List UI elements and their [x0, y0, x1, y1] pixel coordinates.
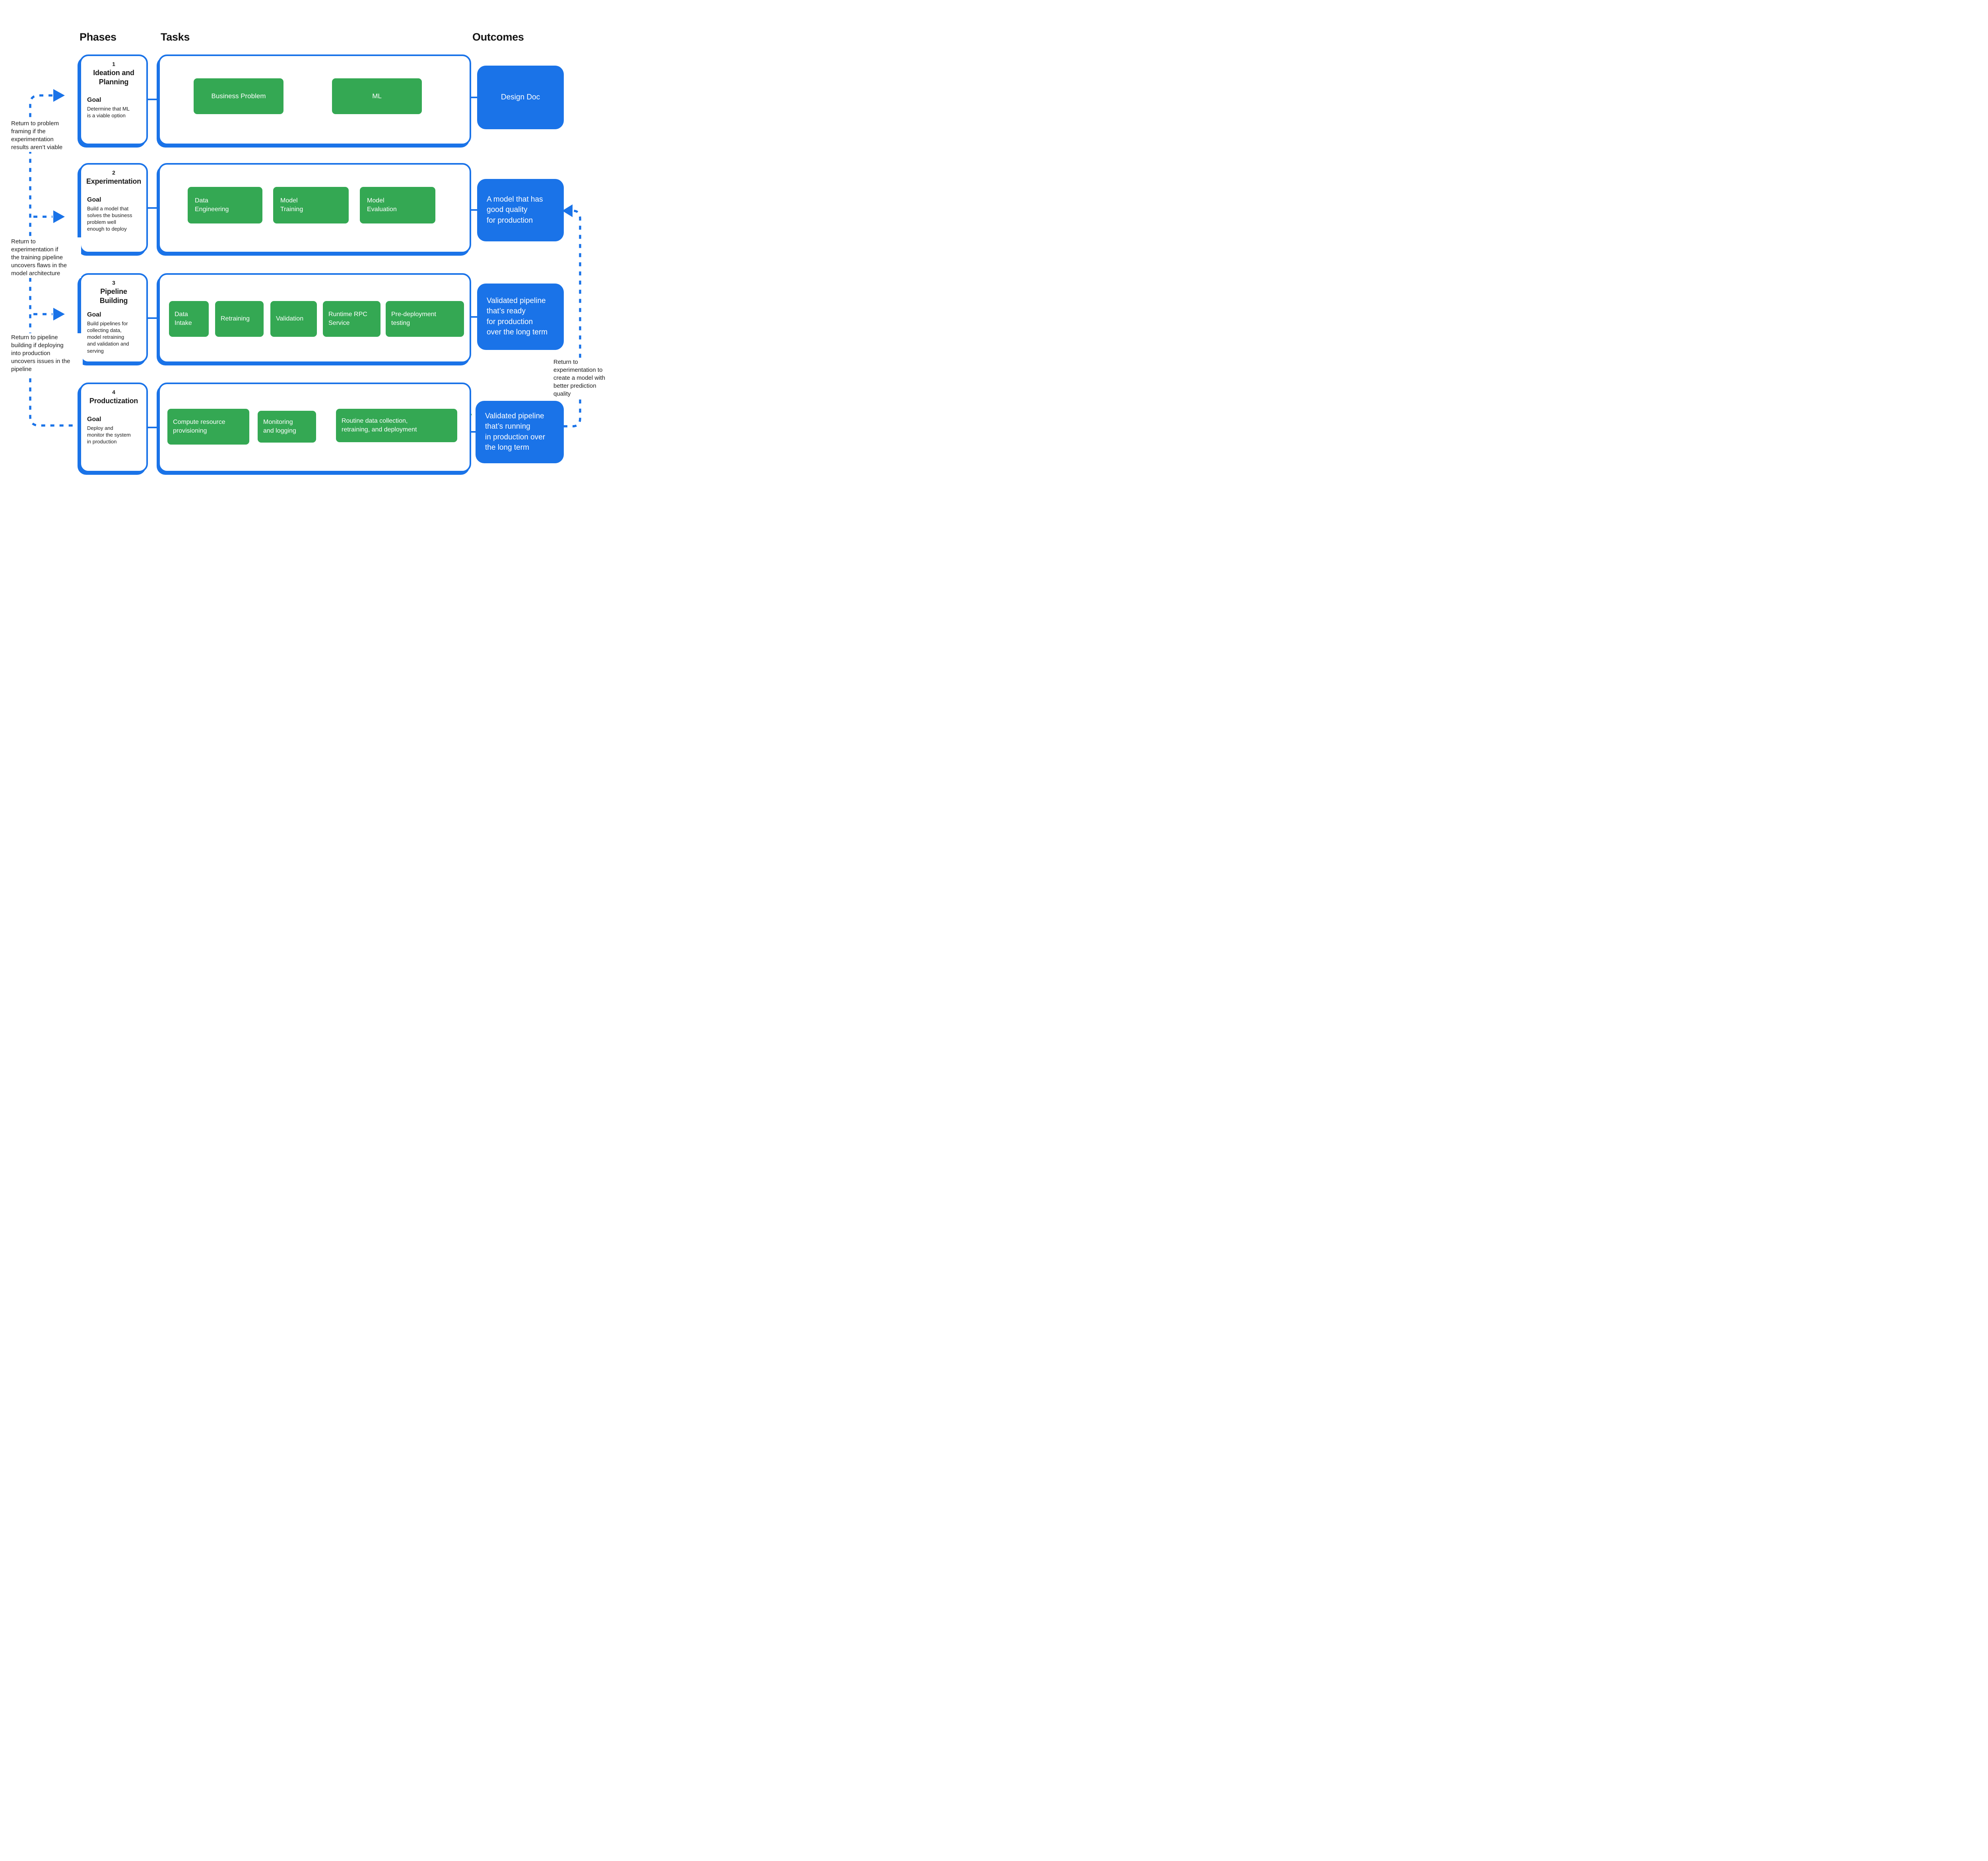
note-return-to-experimentation-right: Return to experimentation to create a mo… [553, 358, 615, 398]
note-return-to-pipeline-building: Return to pipeline building if deploying… [10, 333, 83, 374]
goal-text: Build a model that solves the business p… [87, 205, 132, 232]
goal-section: Goal Build a model that solves the busin… [86, 196, 142, 233]
task-routine-data-collection: Routine data collection, retraining, and… [336, 409, 457, 442]
phase-card-ideation: 1 Ideation and Planning Goal Determine t… [80, 54, 148, 145]
task-validation: Validation [270, 301, 317, 337]
task-ml: ML [332, 78, 422, 114]
outcome-good-quality-model: A model that has good quality for produc… [477, 179, 564, 241]
goal-label: Goal [87, 416, 101, 423]
column-header-outcomes: Outcomes [472, 31, 524, 43]
task-business-problem: Business Problem [194, 78, 283, 114]
phase-card-productization: 4 Productization Goal Deploy and monitor… [80, 383, 148, 472]
phase-number: 4 [112, 389, 115, 395]
task-model-evaluation: Model Evaluation [360, 187, 435, 223]
task-monitoring-and-logging: Monitoring and logging [258, 411, 316, 443]
goal-text: Deploy and monitor the system in product… [87, 425, 131, 445]
task-model-training: Model Training [273, 187, 349, 223]
arrow-right-icon [53, 89, 65, 102]
phase-number: 2 [112, 169, 115, 176]
phase-card-experimentation: 2 Experimentation Goal Build a model tha… [80, 163, 148, 253]
phase-panel-connectors [148, 97, 478, 433]
goal-section: Goal Determine that ML is a viable optio… [86, 97, 142, 119]
arrow-left-icon [562, 204, 573, 217]
phase-card-pipeline-building: 3 Pipeline Building Goal Build pipelines… [80, 273, 148, 363]
task-runtime-rpc-service: Runtime RPC Service [323, 301, 381, 337]
phase-title: Experimentation [86, 177, 142, 185]
goal-label: Goal [87, 196, 101, 203]
column-header-tasks: Tasks [161, 31, 190, 43]
mlops-workflow-diagram: Phases Tasks Outcomes 1 Ideation and Pla… [0, 0, 615, 507]
phase-number: 1 [112, 61, 115, 67]
phase-title: Ideation and Planning [93, 69, 134, 86]
phase-title: Productization [89, 397, 138, 405]
goal-section: Goal Build pipelines for collecting data… [86, 311, 142, 354]
goal-section: Goal Deploy and monitor the system in pr… [86, 416, 142, 445]
outcome-validated-pipeline-running: Validated pipeline that’s running in pro… [476, 401, 564, 463]
outcome-validated-pipeline-ready: Validated pipeline that’s ready for prod… [477, 284, 564, 350]
task-compute-resource-provisioning: Compute resource provisioning [167, 409, 249, 445]
goal-label: Goal [87, 97, 101, 103]
goal-label: Goal [87, 311, 101, 318]
task-connectors [209, 95, 386, 427]
arrow-right-icon [53, 308, 65, 321]
goal-text: Determine that ML is a viable option [87, 106, 130, 119]
goal-text: Build pipelines for collecting data, mod… [87, 321, 129, 354]
outcome-design-doc: Design Doc [477, 66, 564, 129]
note-return-to-experimentation: Return to experimentation if the trainin… [10, 237, 81, 278]
task-data-intake: Data Intake [169, 301, 209, 337]
dashed-return-path-right [563, 210, 581, 427]
phase-title: Pipeline Building [99, 288, 128, 305]
phase-number: 3 [112, 280, 115, 286]
task-data-engineering: Data Engineering [188, 187, 262, 223]
note-return-to-problem-framing: Return to problem framing if the experim… [10, 119, 76, 152]
arrow-right-icon [53, 210, 65, 223]
task-retraining: Retraining [215, 301, 264, 337]
task-pre-deployment-testing: Pre-deployment testing [386, 301, 464, 337]
column-header-phases: Phases [80, 31, 116, 43]
